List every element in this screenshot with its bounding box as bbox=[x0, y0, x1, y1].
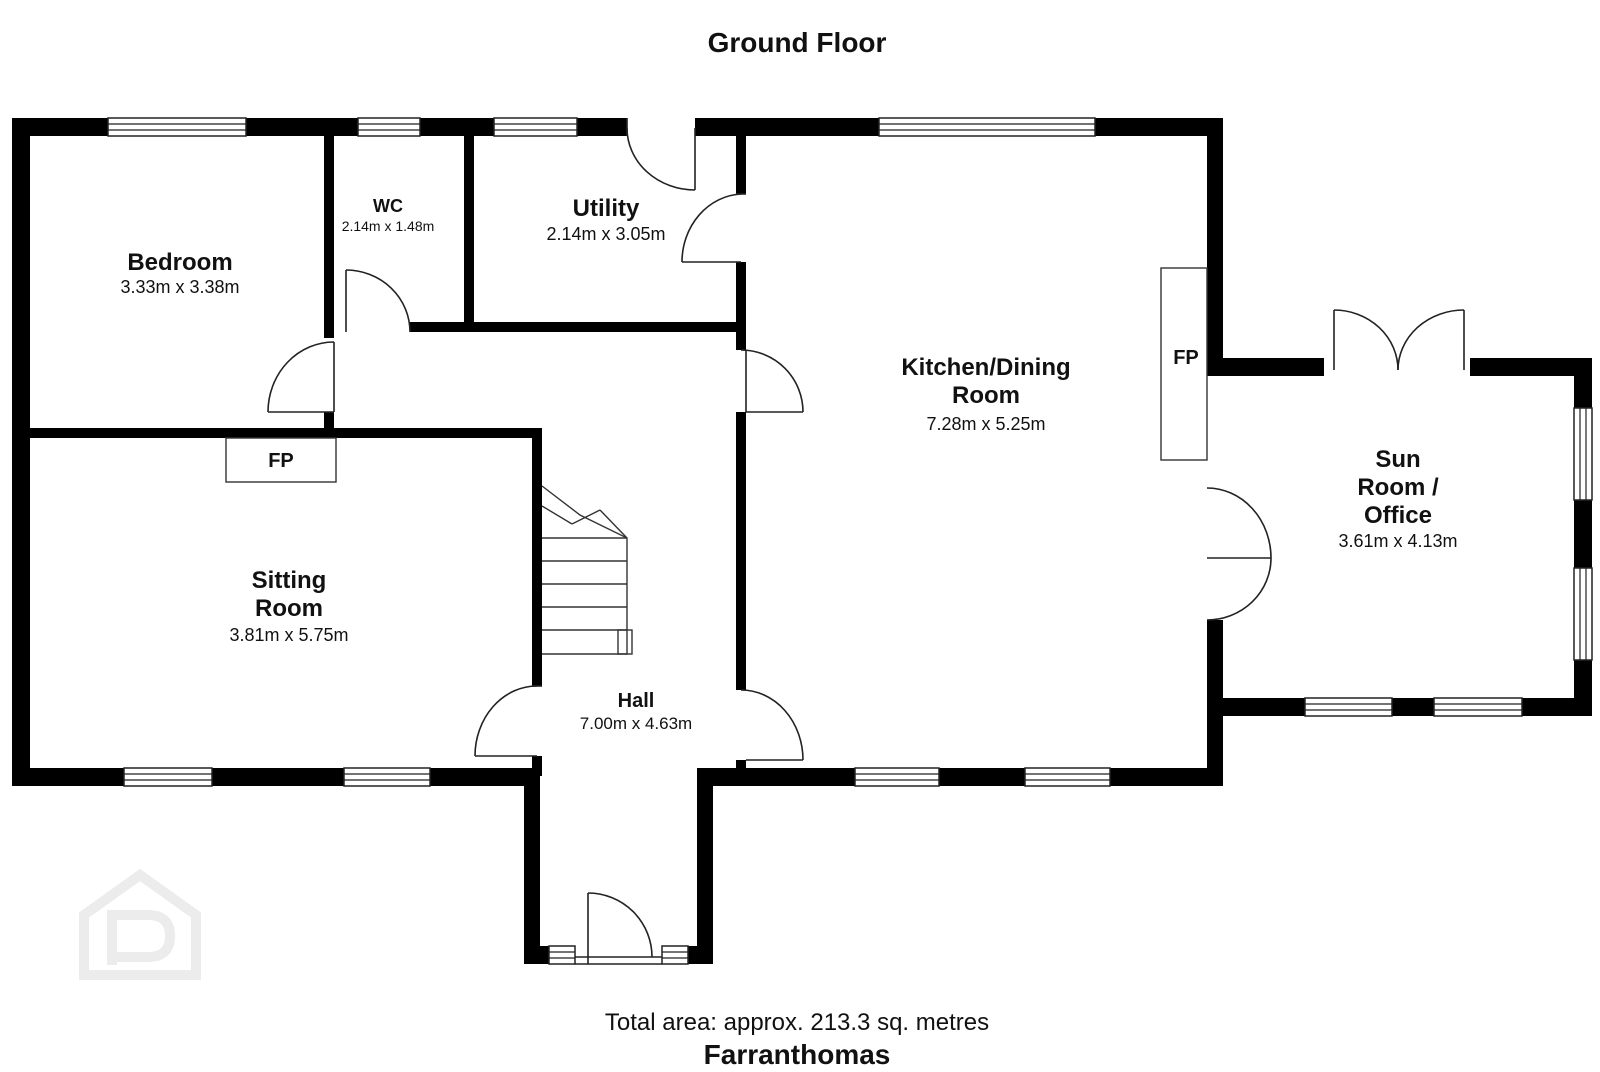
room-name-sitting-line2: Room bbox=[255, 595, 323, 622]
total-area: Total area: approx. 213.3 sq. metres bbox=[605, 1009, 989, 1036]
door-sitting bbox=[474, 685, 542, 757]
fireplace-kitchen bbox=[1160, 267, 1208, 461]
window-kitchen-top bbox=[878, 117, 1096, 137]
window-utility bbox=[493, 117, 578, 137]
door-back bbox=[626, 118, 696, 191]
room-name-wc: WC bbox=[373, 196, 403, 216]
door-wc bbox=[345, 269, 411, 333]
room-size-hall: 7.00m x 4.63m bbox=[580, 714, 692, 733]
window-bedroom bbox=[107, 117, 247, 137]
door-utility-kitchen bbox=[681, 193, 746, 263]
room-name-sunroom-line3: Office bbox=[1364, 502, 1432, 529]
window-porch-left bbox=[548, 945, 576, 965]
watermark-logo-icon bbox=[79, 868, 201, 980]
room-name-sitting-line1: Sitting bbox=[252, 567, 327, 594]
window-sitting-left bbox=[123, 767, 213, 787]
fireplace-label-sitting: FP bbox=[268, 450, 294, 472]
room-name-kitchen-line1: Kitchen/Dining bbox=[901, 354, 1070, 381]
staircase bbox=[541, 485, 633, 655]
door-sunroom-french bbox=[1333, 309, 1465, 371]
room-name-hall: Hall bbox=[618, 690, 655, 712]
window-sitting-right bbox=[343, 767, 431, 787]
room-name-bedroom: Bedroom bbox=[127, 249, 232, 276]
room-name-kitchen-line2: Room bbox=[952, 382, 1020, 409]
doors bbox=[267, 118, 1465, 965]
window-wc bbox=[357, 117, 421, 137]
floor-title: Ground Floor bbox=[708, 27, 887, 58]
window-kitchen-bottom-left bbox=[854, 767, 940, 787]
window-sunroom-bottom-right bbox=[1433, 697, 1523, 717]
walls bbox=[12, 118, 1592, 964]
window-sunroom-right-bottom bbox=[1573, 567, 1593, 661]
door-hall-kitchen-upper bbox=[740, 349, 804, 413]
door-bedroom bbox=[267, 341, 335, 413]
door-front bbox=[575, 892, 662, 965]
room-size-kitchen: 7.28m x 5.25m bbox=[926, 414, 1045, 434]
property-name: Farranthomas bbox=[704, 1039, 891, 1070]
windows bbox=[107, 117, 1593, 965]
room-size-bedroom: 3.33m x 3.38m bbox=[120, 277, 239, 297]
window-porch-right bbox=[661, 945, 689, 965]
window-kitchen-bottom-right bbox=[1024, 767, 1111, 787]
room-name-sunroom-line1: Sun bbox=[1375, 446, 1420, 473]
fireplace-sitting bbox=[225, 437, 337, 483]
door-kitchen-sunroom bbox=[1206, 487, 1272, 621]
room-name-utility: Utility bbox=[573, 195, 640, 222]
window-sunroom-bottom-left bbox=[1304, 697, 1393, 717]
fireplace-label-kitchen: FP bbox=[1173, 347, 1199, 369]
room-name-sunroom-line2: Room / bbox=[1357, 474, 1439, 501]
room-size-sitting: 3.81m x 5.75m bbox=[229, 625, 348, 645]
room-size-wc: 2.14m x 1.48m bbox=[342, 218, 435, 234]
window-sunroom-right-top bbox=[1573, 407, 1593, 501]
room-size-sunroom: 3.61m x 4.13m bbox=[1338, 531, 1457, 551]
room-size-utility: 2.14m x 3.05m bbox=[546, 224, 665, 244]
door-hall-kitchen-lower bbox=[740, 689, 804, 761]
